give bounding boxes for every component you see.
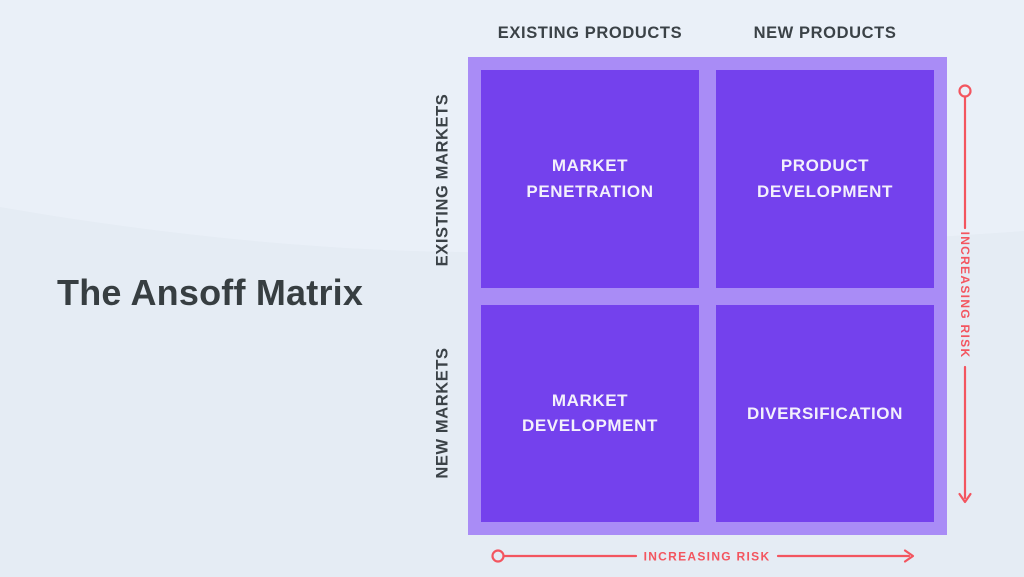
down-arrowhead-icon (958, 492, 972, 504)
row-header-new-markets: NEW MARKETS (433, 347, 452, 479)
right-arrowhead-icon (903, 549, 915, 563)
matrix-cell-market-penetration: MARKET PENETRATION (481, 70, 699, 288)
risk-arrow-origin-circle (491, 549, 505, 563)
cell-label: DIVERSIFICATION (746, 403, 904, 423)
cell-label: MARKET PENETRATION (526, 156, 654, 201)
ansoff-matrix-grid: MARKET PENETRATION PRODUCT DEVELOPMENT M… (468, 57, 947, 535)
matrix-cell-market-development: MARKET DEVELOPMENT (481, 304, 699, 522)
matrix-cell-diversification: DIVERSIFICATION (716, 304, 934, 522)
vertical-risk-label: INCREASING RISK (958, 232, 972, 359)
page-title: The Ansoff Matrix (57, 272, 364, 313)
cell-label: PRODUCT DEVELOPMENT (756, 156, 893, 201)
column-header-new-products: NEW PRODUCTS (753, 24, 897, 42)
column-header-existing-products: EXISTING PRODUCTS (497, 24, 683, 42)
matrix-cell-product-development: PRODUCT DEVELOPMENT (716, 70, 934, 288)
row-header-existing-markets: EXISTING MARKETS (433, 93, 452, 267)
vertical-risk-arrow: INCREASING RISK (958, 84, 972, 504)
risk-arrow-origin-circle (958, 84, 972, 98)
cell-label: MARKET DEVELOPMENT (521, 390, 658, 436)
horizontal-risk-label: INCREASING RISK (644, 550, 771, 564)
horizontal-risk-arrow: INCREASING RISK (491, 549, 915, 564)
